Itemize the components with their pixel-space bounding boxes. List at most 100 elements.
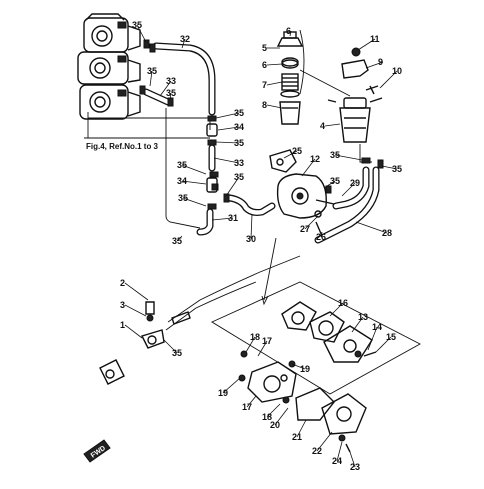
- part-number-label: 13: [358, 312, 368, 322]
- part-number-label: 35: [166, 88, 176, 98]
- leader-p23: [349, 451, 356, 468]
- leader-p33b: [213, 157, 240, 164]
- part-number-label: 19: [218, 388, 228, 398]
- leader-p35g: [225, 176, 240, 197]
- part-number-label: 32: [180, 34, 190, 44]
- leader-p13: [351, 316, 364, 333]
- part-number-label: 10: [392, 66, 402, 76]
- fuel-filter-exploded: [276, 29, 351, 125]
- hose-28-29: [314, 166, 380, 244]
- part-number-label: 21: [292, 432, 302, 442]
- leader-p35a: [136, 24, 147, 43]
- part-number-label: 35: [178, 193, 188, 203]
- leader-p4: [324, 123, 341, 127]
- fuel-pump: [269, 149, 335, 237]
- leader-p1: [124, 324, 143, 339]
- fwd-arrow: FWD: [83, 439, 111, 463]
- part-number-label: 22: [312, 446, 322, 456]
- part-number-label: 26: [316, 232, 326, 242]
- reference-bracket: Fig.4, Ref.No.1 to 3: [84, 112, 211, 151]
- part-number-label: 30: [246, 234, 256, 244]
- part-number-label: 33: [166, 76, 176, 86]
- leader-p33a: [159, 80, 172, 97]
- part-number-label: 15: [386, 332, 396, 342]
- part-number-label: 28: [382, 228, 392, 238]
- leader-p11: [357, 38, 376, 51]
- carburetor-stack: [77, 13, 141, 120]
- hose-32: [152, 42, 216, 116]
- leader-p6b: [266, 63, 283, 66]
- reference-label: Fig.4, Ref.No.1 to 3: [86, 142, 159, 151]
- leader-p20: [274, 407, 289, 426]
- leader-p15: [375, 336, 392, 353]
- part-number-label: 35: [330, 150, 340, 160]
- leader-p35c: [169, 92, 172, 101]
- part-number-label: 34: [177, 176, 187, 186]
- hose-30: [226, 194, 276, 216]
- part-number-label: 35: [177, 160, 187, 170]
- leader-lines: [124, 24, 398, 468]
- part-number-label: 35: [172, 236, 182, 246]
- return-line: [165, 108, 201, 229]
- leader-p6a: [289, 30, 292, 37]
- part-number-label: 6: [286, 26, 291, 36]
- part-number-label: 1: [120, 320, 125, 330]
- leader-p27: [304, 215, 319, 230]
- leader-p31: [211, 217, 234, 221]
- leader-p25: [283, 150, 298, 159]
- leader-p16: [329, 302, 344, 317]
- part-number-label: 11: [370, 34, 380, 44]
- leader-p35d: [215, 112, 240, 119]
- bracket-9: [341, 47, 379, 95]
- part-number-label: 35: [172, 348, 182, 358]
- leader-p29: [341, 182, 356, 197]
- part-number-label: 35: [392, 164, 402, 174]
- leader-p9: [365, 61, 384, 69]
- part-number-label: 27: [300, 224, 310, 234]
- leader-p32: [181, 38, 186, 49]
- part-number-label: 24: [332, 456, 342, 466]
- pump-exploded: [211, 281, 421, 453]
- leader-p34b: [181, 180, 207, 185]
- part-number-label: 35: [234, 172, 244, 182]
- leader-p21: [296, 419, 307, 438]
- part-number-label: 5: [262, 43, 267, 53]
- leader-p35f: [181, 164, 207, 175]
- leader-p35i: [176, 235, 183, 242]
- leader-p35m: [163, 339, 178, 354]
- part-number-label: 3: [120, 300, 125, 310]
- part-number-label: 20: [270, 420, 280, 430]
- part-number-label: 2: [120, 278, 125, 288]
- leader-p35e: [215, 141, 240, 144]
- part-number-label: 35: [330, 176, 340, 186]
- part-number-label: 35: [147, 66, 157, 76]
- part-number-label: 18: [250, 332, 260, 342]
- fuel-filter-assembly: [327, 97, 383, 143]
- fuel-connector: [99, 255, 301, 385]
- part-number-label: 33: [234, 158, 244, 168]
- leader-p19a: [222, 377, 241, 394]
- part-number-label: 25: [292, 146, 302, 156]
- part-number-label: 18: [262, 412, 272, 422]
- leader-p34a: [217, 126, 240, 131]
- part-number-label: 7: [262, 80, 267, 90]
- part-number-label: 19: [300, 364, 310, 374]
- leader-p3: [124, 304, 147, 317]
- fwd-label: FWD: [90, 445, 107, 460]
- leader-p14: [367, 326, 378, 351]
- leader-p19b: [291, 363, 306, 370]
- clips: [139, 39, 230, 210]
- part-number-label: 17: [242, 402, 252, 412]
- leader-p17b: [246, 395, 257, 408]
- part-number-label: 9: [378, 57, 383, 67]
- leader-p26: [320, 231, 323, 238]
- part-number-label: 35: [132, 20, 142, 30]
- joint-34: [206, 123, 218, 193]
- hose-33-upper: [142, 88, 172, 106]
- part-number-label: 31: [228, 213, 238, 223]
- leader-p17a: [257, 340, 268, 357]
- part-number-label: 12: [310, 154, 320, 164]
- part-number-label: 14: [372, 322, 382, 332]
- part-number-label: 17: [262, 336, 272, 346]
